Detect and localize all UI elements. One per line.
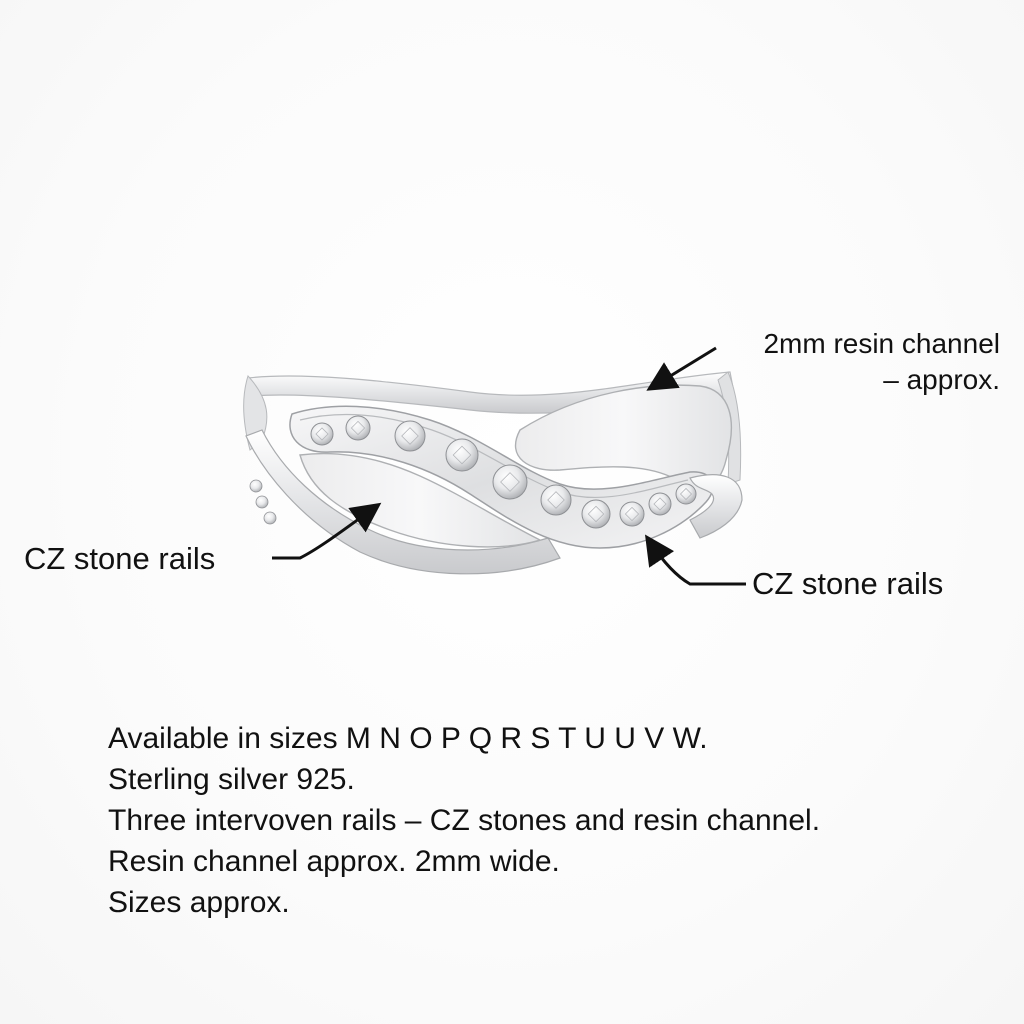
description-line: Available in sizes M N O P Q R S T U U V… (108, 722, 708, 755)
cz-stone-facet (624, 506, 640, 522)
description-line: Resin channel approx. 2mm wide. (108, 845, 560, 878)
arrow-icon (645, 534, 746, 586)
cz-stone (345, 415, 371, 441)
cz-stone (445, 438, 479, 472)
cz-stone-facet (653, 497, 667, 511)
cz-stone-facet (500, 472, 520, 492)
cz-stones (310, 415, 697, 529)
product-description: Available in sizes M N O P Q R S T U U V… (108, 718, 988, 923)
arrow-icon (272, 502, 382, 560)
description-line: Sizes approx. (108, 886, 290, 919)
ring-right-band (689, 474, 743, 539)
cz-stone (310, 422, 334, 446)
callout-cz-left: CZ stone rails (24, 541, 216, 576)
callout-resin-line2: – approx. (883, 364, 1000, 395)
cz-stone-rail (289, 405, 714, 549)
cz-stone-facet (452, 445, 472, 465)
resin-channel (299, 384, 733, 548)
callout-arrows (272, 346, 746, 586)
ring-left-shoulder (245, 429, 561, 575)
callout-resin-channel: 2mm resin channel – approx. (700, 326, 1000, 398)
cz-stone (675, 483, 697, 505)
cz-stone-facet (315, 427, 329, 441)
cz-stone-facet (401, 427, 419, 445)
cz-stone-facet (587, 505, 605, 523)
cz-stone (492, 464, 528, 500)
cz-stone (540, 484, 572, 516)
callout-resin-line1: 2mm resin channel (763, 328, 1000, 359)
cz-stone-facet (350, 420, 366, 436)
cz-stone (394, 420, 426, 452)
cz-stone (619, 501, 645, 527)
cz-stone-facet (547, 491, 565, 509)
cz-stone (648, 492, 672, 516)
cz-stone (581, 499, 611, 529)
arrow-icon (646, 346, 717, 391)
callout-cz-right: CZ stone rails (752, 566, 944, 601)
cz-stone-facet (679, 487, 693, 501)
description-line: Sterling silver 925. (108, 763, 355, 796)
description-line: Three intervoven rails – CZ stones and r… (108, 804, 821, 837)
